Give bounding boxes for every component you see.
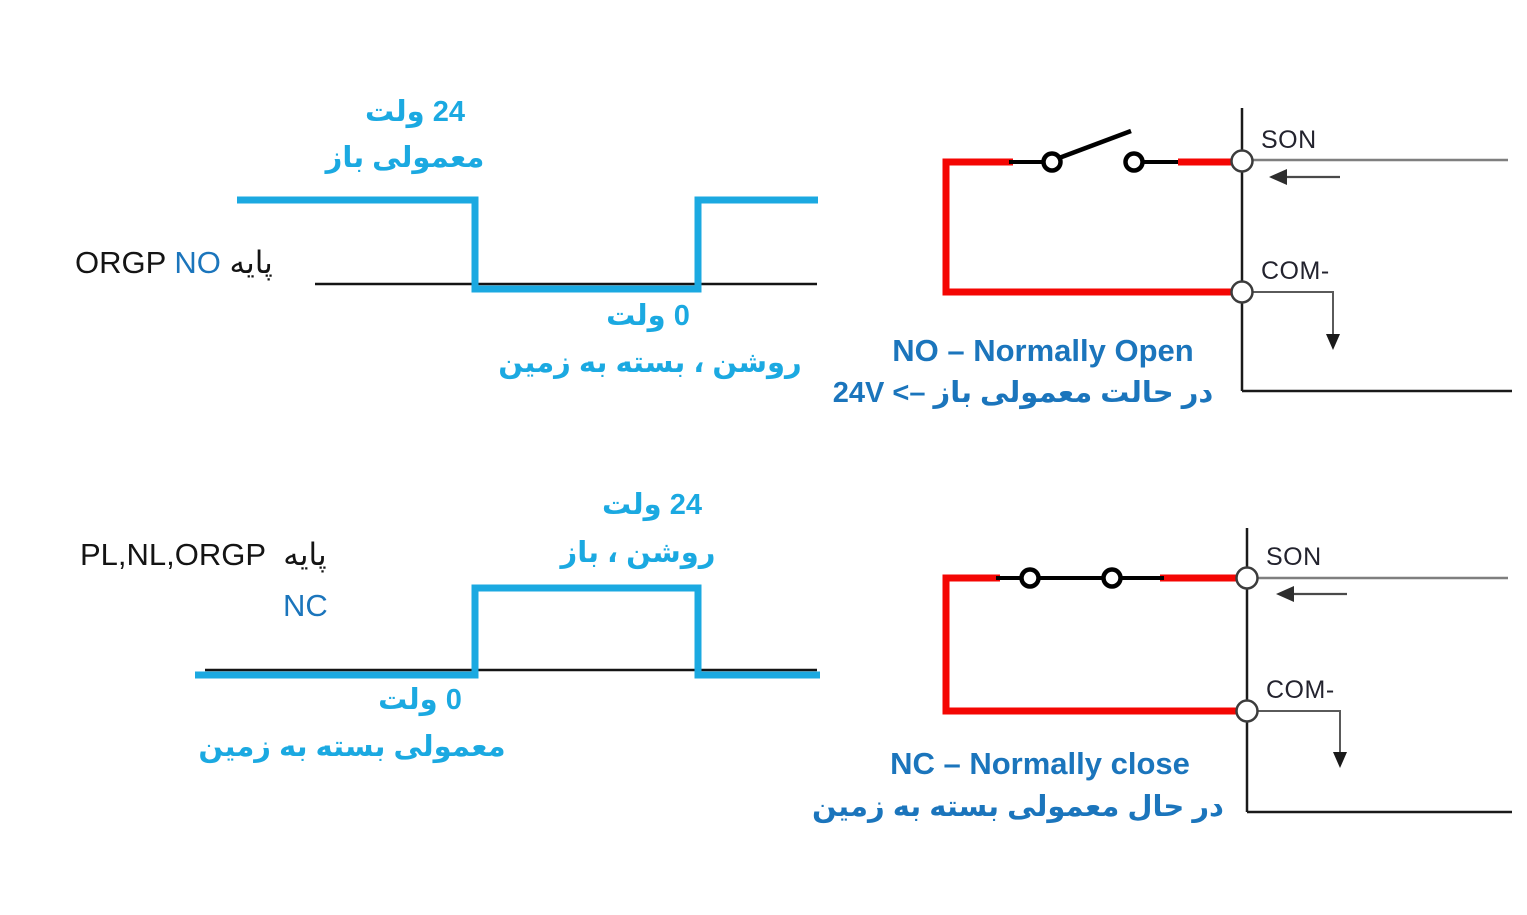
no-signal-trace	[237, 196, 818, 293]
son-terminal-label: SON	[1261, 126, 1317, 154]
switch-closed-icon	[996, 567, 1164, 589]
pin-names: ORGP	[75, 245, 166, 280]
nc-high-voltage-label: 24 ولت	[602, 489, 702, 521]
no-pin-label: پایه ORGP NO	[75, 245, 273, 281]
no-waveform	[237, 196, 818, 293]
com-terminal-circle	[1235, 699, 1259, 723]
red-wire-loop	[942, 574, 1236, 715]
com-terminal-label: COM-	[1261, 257, 1330, 285]
pin-word: پایه	[229, 245, 273, 280]
nc-low-state-label: معمولی بسته به زمین	[198, 731, 506, 763]
nc-circuit	[942, 528, 1512, 814]
no-caption-english: NO – Normally Open	[892, 333, 1194, 368]
nc-high-state-label: روشن ، باز	[560, 537, 716, 569]
pin-word: پایه	[283, 537, 327, 572]
pin-names: PL,NL,ORGP	[80, 537, 267, 572]
switch-open-icon	[1009, 128, 1178, 173]
com-down-arrow	[1252, 291, 1340, 350]
nc-waveform	[195, 584, 820, 679]
nc-caption-english: NC – Normally close	[890, 746, 1190, 781]
com-down-arrow	[1257, 710, 1347, 768]
nc-pin-label: پایه PL,NL,ORGP	[80, 537, 327, 573]
nc-pin-mode: NC	[283, 588, 328, 623]
com-terminal-circle	[1230, 280, 1254, 304]
red-wire-loop	[942, 158, 1231, 296]
no-caption-persian: در حالت معمولی باز –> 24V	[832, 377, 1214, 409]
current-arrow	[1276, 586, 1347, 602]
nc-low-voltage-label: 0 ولت	[378, 684, 462, 716]
no-low-voltage-label: 0 ولت	[606, 300, 690, 332]
no-low-state-label: روشن ، بسته به زمین	[498, 347, 802, 379]
son-terminal-circle	[1235, 566, 1259, 590]
no-high-voltage-label: 24 ولت	[365, 96, 465, 128]
nc-signal-trace	[195, 584, 820, 679]
com-terminal-label: COM-	[1266, 676, 1335, 704]
pin-mode: NO	[174, 245, 221, 280]
nc-caption-persian: در حال معمولی بسته به زمین	[812, 791, 1224, 823]
no-circuit	[942, 108, 1512, 393]
no-high-state-label: معمولی باز	[325, 142, 485, 174]
son-terminal-circle	[1230, 149, 1254, 173]
current-arrow	[1269, 169, 1340, 185]
son-terminal-label: SON	[1266, 543, 1322, 571]
